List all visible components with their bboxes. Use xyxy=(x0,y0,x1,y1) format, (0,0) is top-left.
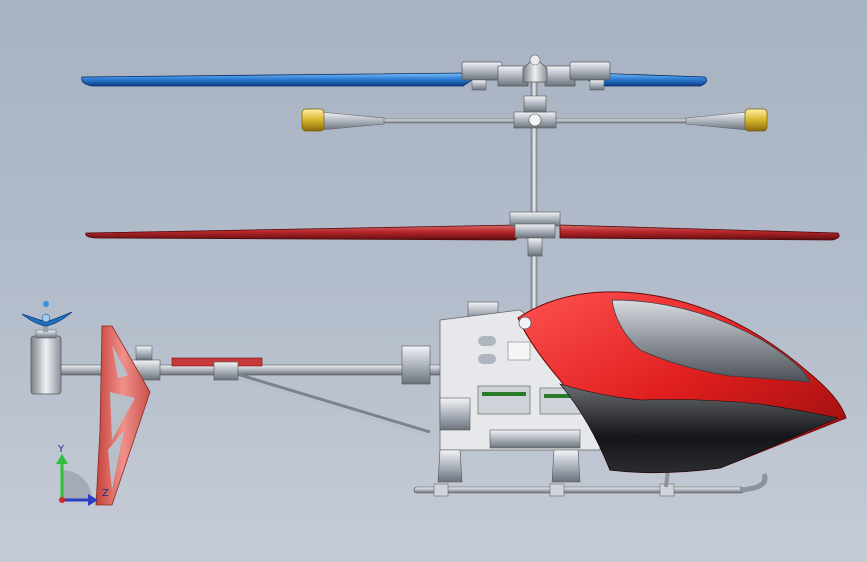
tail-fin[interactable] xyxy=(95,325,151,506)
axis-triad: Y Z xyxy=(56,444,109,506)
landing-skids[interactable] xyxy=(413,449,768,497)
tail-propeller[interactable] xyxy=(21,301,73,327)
lower-rotor-blade[interactable] xyxy=(85,211,840,257)
canopy[interactable] xyxy=(517,291,847,474)
upper-rotor-blade[interactable] xyxy=(81,54,708,91)
z-axis-label: Z xyxy=(102,488,109,499)
x-axis-dot xyxy=(59,497,65,503)
flybar[interactable] xyxy=(301,95,768,132)
tail-motor[interactable] xyxy=(30,318,62,395)
y-axis-label: Y xyxy=(57,444,65,455)
